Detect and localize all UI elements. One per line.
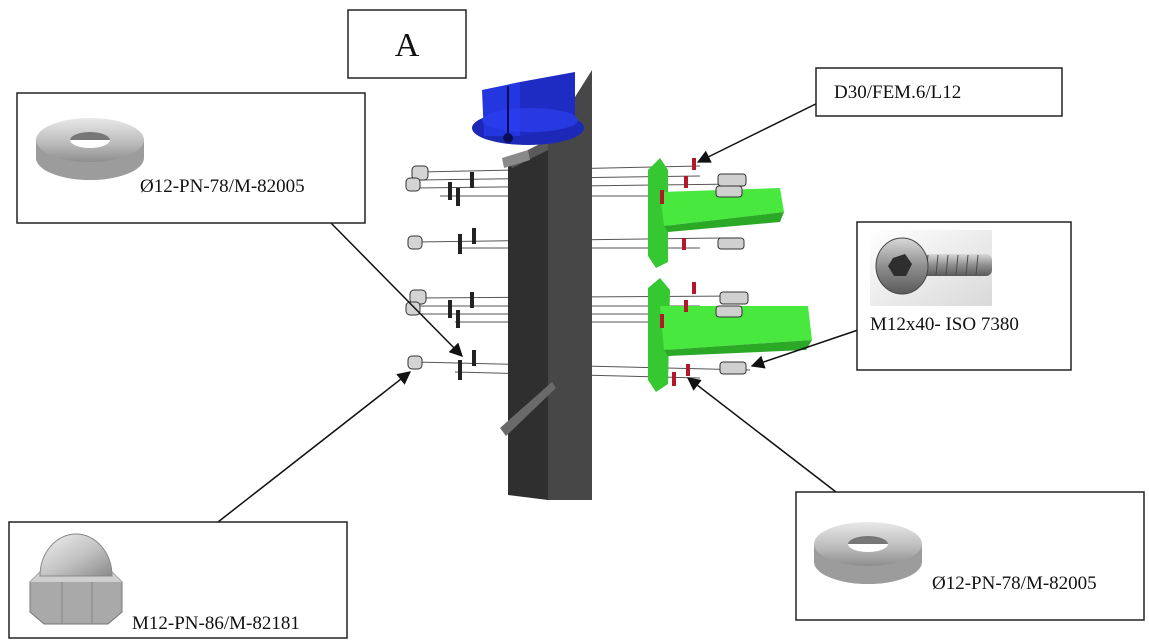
green-bracket-upper bbox=[648, 158, 784, 268]
washer-icon bbox=[36, 118, 144, 180]
lock-washers bbox=[660, 158, 696, 386]
arrow-washer-bottom-right bbox=[686, 377, 837, 493]
arrow-screw bbox=[750, 329, 859, 369]
green-bracket-lower bbox=[648, 278, 812, 392]
callout-screw: M12x40- ISO 7380 bbox=[856, 221, 1072, 371]
dark-washers-left bbox=[448, 172, 476, 380]
screw-label: M12x40- ISO 7380 bbox=[870, 314, 1019, 335]
washer-bottom-right-label: Ø12-PN-78/M-82005 bbox=[932, 573, 1097, 594]
callout-cap-nut: M12-PN-86/M-82181 bbox=[8, 521, 348, 639]
screw-icon bbox=[870, 230, 992, 306]
callout-spring-washer: D30/FEM.6/L12 bbox=[815, 67, 1063, 117]
washer-top-left-label: Ø12-PN-78/M-82005 bbox=[140, 176, 305, 197]
washer-icon bbox=[814, 522, 922, 584]
cap-nut-icon bbox=[29, 533, 123, 625]
arrow-cap-nut bbox=[217, 371, 412, 523]
callout-washer-top-left: Ø12-PN-78/M-82005 bbox=[16, 92, 366, 224]
spring-washer-label: D30/FEM.6/L12 bbox=[834, 82, 961, 103]
view-label: A bbox=[395, 27, 420, 64]
screws-right bbox=[715, 173, 749, 375]
cap-nuts bbox=[405, 165, 429, 370]
cap-nut-label: M12-PN-86/M-82181 bbox=[132, 613, 300, 634]
top-cap bbox=[472, 72, 584, 145]
post-assembly bbox=[405, 70, 812, 500]
view-label-box: A bbox=[347, 9, 467, 79]
leader-arrows bbox=[217, 91, 859, 523]
callout-washer-bottom-right: Ø12-PN-78/M-82005 bbox=[795, 491, 1145, 621]
arrow-washer-top-left bbox=[329, 221, 463, 357]
